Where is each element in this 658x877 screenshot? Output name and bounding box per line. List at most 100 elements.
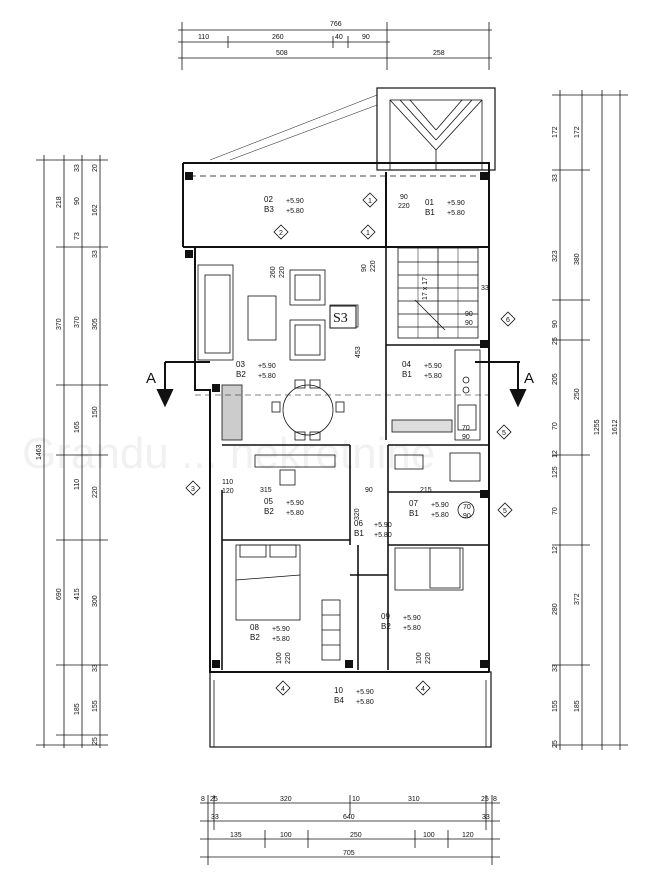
svg-text:73: 73 (74, 232, 81, 240)
marker-labels: 1 2 1 6 5 3 5 4 4 (191, 198, 510, 693)
svg-text:12: 12 (552, 450, 559, 458)
svg-text:220: 220 (92, 486, 99, 498)
section-label-right: A (524, 370, 534, 387)
opening-labels: 90 220 260 220 90 220 453 110 120 315 90… (222, 194, 489, 664)
svg-text:+5.90: +5.90 (424, 363, 442, 370)
svg-text:+5.90: +5.90 (447, 200, 465, 207)
svg-text:25: 25 (552, 740, 559, 748)
bathroom-fixtures (254, 452, 481, 519)
svg-text:03: 03 (236, 360, 245, 369)
svg-text:258: 258 (433, 50, 445, 57)
svg-text:100: 100 (423, 832, 435, 839)
bottom-dim-labels: 8 25 320 10 310 25 8 33 640 33 135 100 2… (201, 796, 497, 857)
room-tag-03: 03 B2 +5.90 +5.80 (236, 360, 276, 380)
svg-text:07: 07 (409, 499, 418, 508)
svg-text:310: 310 (408, 796, 420, 803)
svg-text:+5.90: +5.90 (258, 363, 276, 370)
svg-text:33: 33 (92, 250, 99, 258)
svg-text:12: 12 (552, 546, 559, 554)
svg-text:185: 185 (74, 703, 81, 715)
svg-text:690: 690 (56, 588, 63, 600)
svg-text:162: 162 (92, 204, 99, 216)
svg-text:40: 40 (335, 34, 343, 41)
svg-text:10: 10 (352, 796, 360, 803)
svg-text:110: 110 (74, 479, 81, 490)
svg-text:+5.80: +5.80 (272, 636, 290, 643)
stamp-frame (329, 305, 357, 329)
room-tag-05: 05 B2 +5.90 +5.80 (264, 497, 304, 517)
living-room-furniture (197, 264, 359, 361)
svg-text:185: 185 (574, 700, 581, 712)
svg-text:B2: B2 (264, 507, 274, 516)
svg-text:1612: 1612 (612, 419, 619, 435)
svg-text:+5.80: +5.80 (286, 208, 304, 215)
svg-text:+5.80: +5.80 (403, 625, 421, 632)
svg-text:90: 90 (465, 311, 473, 318)
svg-text:B1: B1 (409, 509, 419, 518)
room-tag-02: 02 B3 +5.90 +5.80 (264, 195, 304, 215)
svg-text:1: 1 (366, 230, 370, 237)
room-tag-01: 01 B1 +5.90 +5.80 (425, 198, 465, 217)
svg-text:320: 320 (280, 796, 292, 803)
top-dimension-chain (178, 22, 492, 70)
svg-text:215: 215 (420, 487, 432, 494)
svg-text:218: 218 (56, 196, 63, 208)
svg-text:+5.80: +5.80 (356, 699, 374, 706)
svg-text:90: 90 (74, 197, 81, 205)
svg-text:220: 220 (279, 266, 286, 278)
svg-text:1255: 1255 (594, 419, 601, 435)
svg-text:320: 320 (354, 508, 361, 520)
staircase (397, 247, 479, 339)
svg-text:+5.90: +5.90 (356, 689, 374, 696)
room-tag-06: 06 B1 +5.90 +5.80 (354, 519, 392, 539)
room-tag-07: 07 B1 +5.90 +5.80 (409, 499, 449, 519)
svg-text:766: 766 (330, 21, 342, 28)
svg-text:+5.80: +5.80 (286, 510, 304, 517)
interior-walls (221, 247, 488, 670)
room-tag-09: 09 B2 +5.90 +5.80 (381, 612, 421, 632)
svg-text:+5.90: +5.90 (286, 500, 304, 507)
svg-text:33: 33 (552, 174, 559, 182)
svg-text:33: 33 (211, 814, 219, 821)
svg-text:08: 08 (250, 623, 259, 632)
watermark: Grandu ... nekretnine (22, 429, 435, 478)
bedroom-furniture (235, 544, 464, 661)
svg-text:90: 90 (465, 320, 473, 327)
svg-text:70: 70 (552, 422, 559, 430)
svg-text:172: 172 (574, 126, 581, 138)
svg-text:33: 33 (552, 664, 559, 672)
svg-text:323: 323 (552, 250, 559, 262)
svg-text:25: 25 (210, 796, 218, 803)
svg-text:90: 90 (462, 434, 470, 441)
svg-text:100: 100 (280, 832, 292, 839)
right-dim-labels: 172 33 323 90 25 205 70 12 125 70 12 280… (552, 126, 619, 748)
roof-balcony-top (209, 87, 496, 171)
right-dimension-chain (552, 90, 628, 750)
section-markers (185, 192, 516, 696)
svg-text:165: 165 (74, 421, 81, 433)
svg-text:10: 10 (334, 686, 343, 695)
svg-text:70: 70 (463, 504, 471, 511)
svg-text:5: 5 (503, 508, 507, 515)
svg-text:70: 70 (462, 425, 470, 432)
svg-text:172: 172 (552, 126, 559, 138)
svg-text:09: 09 (381, 612, 390, 621)
svg-text:6: 6 (506, 317, 510, 324)
svg-text:250: 250 (350, 832, 362, 839)
svg-text:+5.80: +5.80 (424, 373, 442, 380)
section-line-a (156, 361, 527, 408)
svg-text:640: 640 (343, 814, 355, 821)
svg-text:300: 300 (92, 595, 99, 607)
left-dimension-chain (36, 155, 108, 748)
svg-text:B3: B3 (264, 205, 274, 214)
svg-text:380: 380 (574, 253, 581, 265)
svg-text:220: 220 (398, 203, 410, 210)
svg-text:4: 4 (281, 686, 285, 693)
svg-text:260: 260 (270, 266, 277, 278)
svg-text:90: 90 (361, 264, 368, 272)
svg-text:+5.80: +5.80 (447, 210, 465, 217)
svg-text:415: 415 (74, 588, 81, 600)
room-tag-04: 04 B1 +5.90 +5.80 (402, 360, 442, 380)
room-tag-08: 08 B2 +5.90 +5.80 (250, 623, 290, 643)
room-tag-10: 10 B4 +5.90 +5.80 (334, 686, 374, 706)
